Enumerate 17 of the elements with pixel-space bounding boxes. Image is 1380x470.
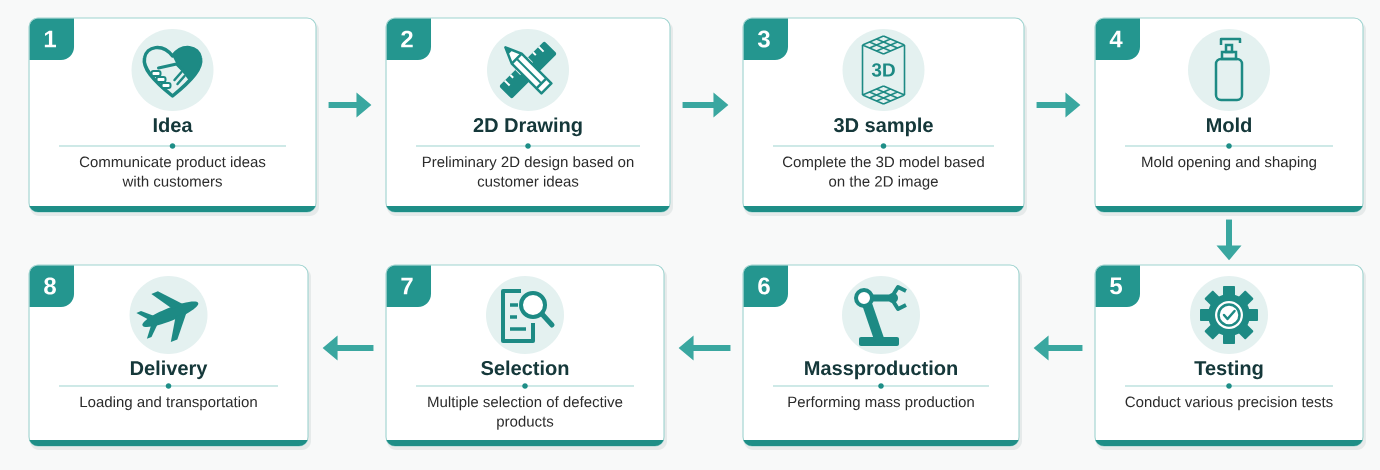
step-title: Massproduction (805, 360, 957, 380)
step-description: Multiple selection of defective products (428, 396, 623, 430)
step-title: Idea (153, 117, 193, 133)
step-description: Complete the 3D model based on the 2D image (782, 156, 984, 190)
step-description: Preliminary 2D design based on customer ideas (422, 156, 634, 187)
step-title: Testing (1194, 360, 1263, 380)
step-title: 2D Drawing (473, 117, 582, 137)
step-description: Performing mass production (788, 396, 974, 411)
step-title: Delivery (130, 360, 208, 380)
step-description: Loading and transportation (80, 396, 257, 411)
step-description: Mold opening and shaping (1142, 156, 1316, 171)
step-description: Conduct various precision tests (1125, 396, 1333, 411)
step-title: 3D sample (833, 117, 933, 137)
step-title: Selection (481, 360, 569, 376)
step-description: Communicate product ideas with customers (79, 156, 266, 187)
step-title: Mold (1207, 117, 1251, 133)
icon-text: 3D (871, 63, 895, 77)
